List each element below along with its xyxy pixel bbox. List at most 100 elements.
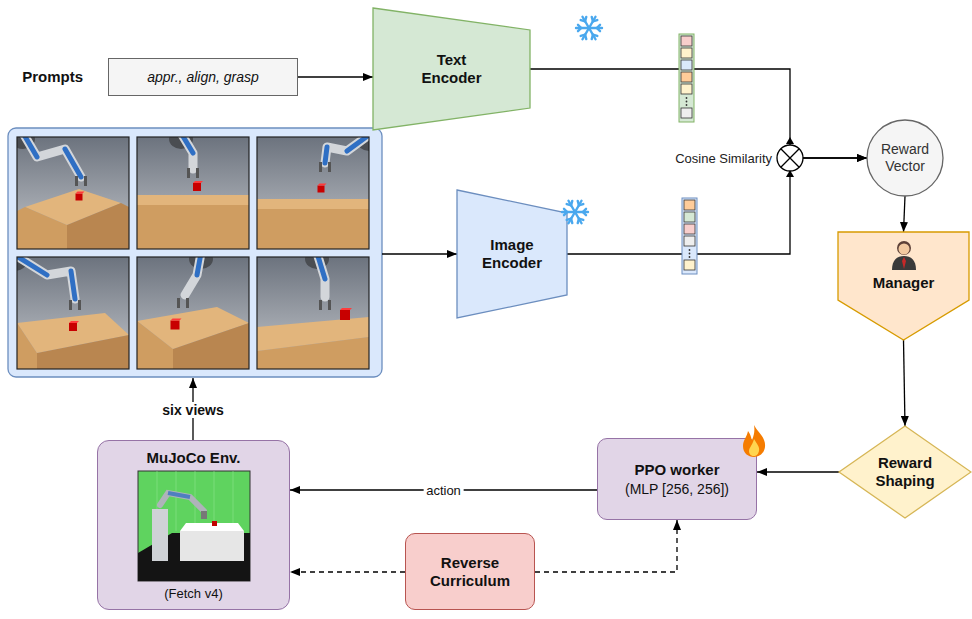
prompt-box: Promptsappr., align, grasp	[108, 58, 298, 96]
red-cube	[340, 310, 350, 320]
view-background	[257, 137, 369, 249]
render-robot-base	[152, 509, 168, 561]
gripper-finger	[69, 300, 72, 310]
manager-shape: Manager	[838, 232, 969, 340]
edge-label: action	[423, 483, 464, 498]
fire-icon	[738, 423, 770, 459]
red-cube-top	[69, 321, 79, 323]
robot-arm	[185, 257, 201, 295]
camera-view	[137, 129, 249, 249]
encoder-trapezoid: Image Encoder	[457, 190, 567, 318]
node-label: Manager	[873, 274, 935, 292]
node-label: Text Encoder	[411, 51, 493, 87]
robot-link	[17, 257, 47, 275]
gripper-finger	[177, 298, 180, 308]
node-heading: Prompts	[22, 68, 83, 86]
render-table-front	[180, 531, 244, 561]
snowflake-icon	[562, 201, 588, 224]
robot-link	[71, 271, 75, 299]
table-side	[173, 323, 249, 369]
environment-render	[138, 471, 250, 581]
robot-link	[197, 257, 201, 275]
gripper-finger	[319, 162, 322, 172]
view-background	[17, 257, 129, 369]
robot-link	[317, 257, 325, 279]
embedding-vector	[682, 198, 697, 274]
red-cube	[76, 194, 83, 201]
render-grid	[157, 471, 233, 531]
flame-core	[749, 439, 759, 456]
snowflake-icon	[576, 17, 602, 40]
node-label: MuJoCo Env.	[147, 449, 241, 467]
render-robot-arm	[160, 493, 204, 511]
render-ground	[138, 471, 250, 581]
embedding-vector	[679, 34, 694, 122]
node-label: Reward Vector	[874, 141, 936, 175]
red-cube-top	[171, 319, 182, 321]
table-top	[257, 199, 369, 209]
table-front	[257, 337, 369, 369]
gripper-finger	[328, 162, 331, 172]
robot-arm	[181, 137, 193, 169]
view-background	[257, 257, 369, 369]
snowflake-icon	[573, 12, 605, 44]
table-front	[137, 205, 249, 249]
robot-arm	[17, 257, 75, 299]
flame	[743, 425, 765, 457]
dashed-connector	[535, 520, 677, 572]
cosine-symbol	[777, 137, 803, 177]
view-frame	[17, 137, 129, 249]
person-body	[892, 256, 916, 270]
gripper-finger	[75, 176, 78, 186]
robot-link	[181, 137, 193, 153]
red-cube-top	[340, 308, 352, 310]
flow-arrow	[567, 158, 867, 254]
reward-circle: Reward Vector	[867, 120, 943, 196]
views-panel	[8, 128, 382, 377]
person-head	[897, 241, 911, 255]
camera-view	[3, 251, 129, 369]
person-face	[899, 244, 910, 255]
red-cube-top	[76, 192, 85, 194]
node-label: Reverse Curriculum	[418, 554, 522, 590]
red-cube	[171, 321, 180, 330]
decision-diamond: Reward Shaping	[839, 426, 971, 518]
flow-arrow	[904, 340, 906, 426]
manager-shape-fill	[838, 232, 969, 340]
flow-arrow	[530, 69, 867, 158]
operation-label: Cosine Similarity	[675, 151, 772, 166]
camera-view	[257, 249, 369, 369]
view-frame	[137, 257, 249, 369]
robot-arm	[317, 257, 325, 297]
render-gripper	[201, 511, 207, 519]
process-box: PPO worker (MLP [256, 256])	[597, 438, 757, 520]
camera-view	[11, 129, 129, 249]
view-frame	[137, 137, 249, 249]
view-frame	[17, 257, 129, 369]
table-top	[137, 195, 249, 205]
table-front	[17, 207, 67, 249]
gripper-finger	[84, 176, 87, 186]
node-label: PPO worker	[634, 461, 719, 479]
gripper-finger	[196, 168, 199, 178]
view-frame	[257, 257, 369, 369]
view-frame	[257, 137, 369, 249]
feed-arrow	[382, 253, 457, 254]
gripper-finger	[187, 168, 190, 178]
red-cube	[69, 323, 77, 331]
red-cube	[193, 183, 201, 191]
node-label: (MLP [256, 256])	[625, 481, 729, 498]
robot-link	[347, 137, 369, 151]
robot-link	[325, 147, 327, 163]
robot-arm	[325, 137, 369, 163]
dashed-connector	[290, 571, 405, 572]
table-front	[17, 323, 37, 369]
manager-icon	[889, 238, 919, 270]
decision-diamond-fill	[839, 426, 971, 518]
flow-arrow	[904, 196, 906, 232]
flow-label: six views	[159, 402, 227, 418]
node-label: (Fetch v4)	[164, 586, 223, 602]
flow-arrow	[298, 76, 373, 77]
